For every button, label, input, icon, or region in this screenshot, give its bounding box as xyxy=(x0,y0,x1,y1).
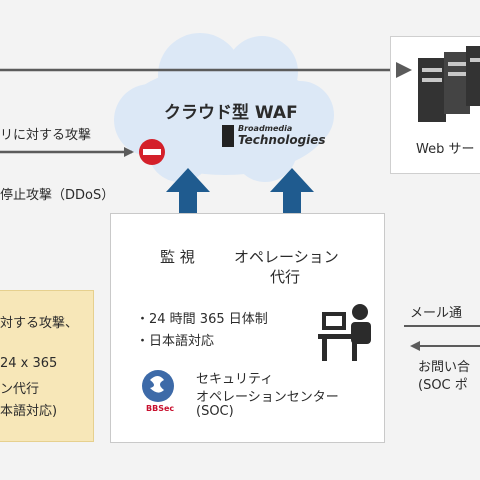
soc-bullet-1: ・24 時間 365 日体制 xyxy=(136,312,268,327)
service-summary-box xyxy=(0,290,94,442)
web-server-label: Web サー xyxy=(416,142,475,157)
broadmedia-logo-line1: Broadmedia xyxy=(238,124,293,133)
attack-line2: 停止攻撃（DDoS） xyxy=(0,188,115,203)
operation-up-arrow xyxy=(270,168,314,236)
block-icon xyxy=(139,139,165,165)
waf-cloud xyxy=(114,33,334,182)
summary-line4: 本語対応) xyxy=(0,404,58,419)
summary-line3: ン代行 xyxy=(0,382,40,397)
inquiry-line2: (SOC ポ xyxy=(418,378,468,393)
bbsec-logo-text: BBSec xyxy=(146,404,175,413)
monitor-up-arrow xyxy=(166,168,210,236)
cloud-title: クラウド型 WAF xyxy=(164,103,298,123)
attack-line1: リに対する攻撃 xyxy=(0,128,92,143)
summary-line2: 24 x 365 xyxy=(0,356,58,371)
summary-line1: 対する攻撃、 xyxy=(0,316,79,331)
operation-label-line2: 代行 xyxy=(270,268,301,286)
broadmedia-logo-mark xyxy=(222,125,234,147)
soc-bullet-2: ・日本語対応 xyxy=(136,334,215,349)
mail-label: メール通 xyxy=(410,306,463,321)
inquiry-line1: お問い合 xyxy=(418,360,471,375)
soc-name-line1: セキュリティ xyxy=(196,372,274,387)
monitor-label: 監 視 xyxy=(160,248,195,266)
soc-name-line3: (SOC) xyxy=(196,404,234,419)
operation-label-line1: オペレーション xyxy=(234,248,339,266)
broadmedia-logo-line2: Technologies xyxy=(238,133,326,147)
soc-name-line2: オペレーションセンター xyxy=(196,390,339,405)
